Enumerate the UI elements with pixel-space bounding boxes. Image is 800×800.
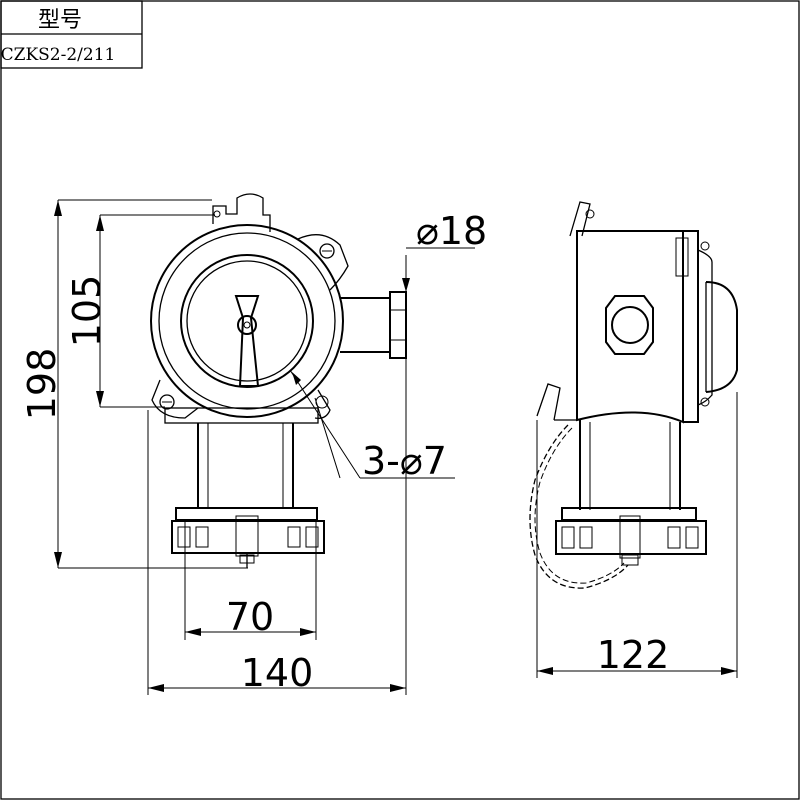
- front-view: [150, 193, 407, 568]
- mounting-ear-top-right: [297, 234, 349, 291]
- conduit-entry: [340, 297, 391, 353]
- cap-chain: [529, 424, 629, 589]
- base-flange: [175, 507, 318, 521]
- side-base-flange: [561, 507, 697, 521]
- side-hex-nut: [605, 295, 654, 355]
- title-block: 型号 CZKS2-2/211: [0, 0, 143, 69]
- mounting-ear-bottom-left: [151, 379, 199, 419]
- dim-conduit-diameter: ⌀18: [416, 209, 487, 253]
- dim-mounting-holes: 3-⌀7: [362, 439, 447, 483]
- dim-overall-width: 140: [241, 651, 314, 695]
- side-view: [529, 201, 738, 589]
- side-top-tab: [569, 201, 591, 237]
- dim-base-width: 70: [226, 595, 274, 639]
- dim-mount-height: 105: [65, 275, 109, 348]
- front-dimensions: 198 105 ⌀18 3-⌀7 70 140: [20, 199, 487, 695]
- title-block-model: CZKS2-2/211: [1, 45, 116, 65]
- switch-handle: [234, 295, 260, 387]
- enclosure-outer: [150, 224, 344, 418]
- dim-side-depth: 122: [597, 633, 670, 677]
- socket-ring: [171, 520, 325, 554]
- side-cover-dome: [705, 281, 738, 393]
- side-socket-ring: [555, 520, 707, 555]
- dim-overall-height: 198: [20, 348, 64, 421]
- side-enclosure: [576, 230, 684, 424]
- side-dimensions: 122: [536, 392, 738, 678]
- switch-cover: [180, 254, 314, 388]
- side-lower-tab: [536, 383, 561, 421]
- title-block-header: 型号: [38, 8, 82, 33]
- mounting-ear-bottom-right: [314, 389, 331, 419]
